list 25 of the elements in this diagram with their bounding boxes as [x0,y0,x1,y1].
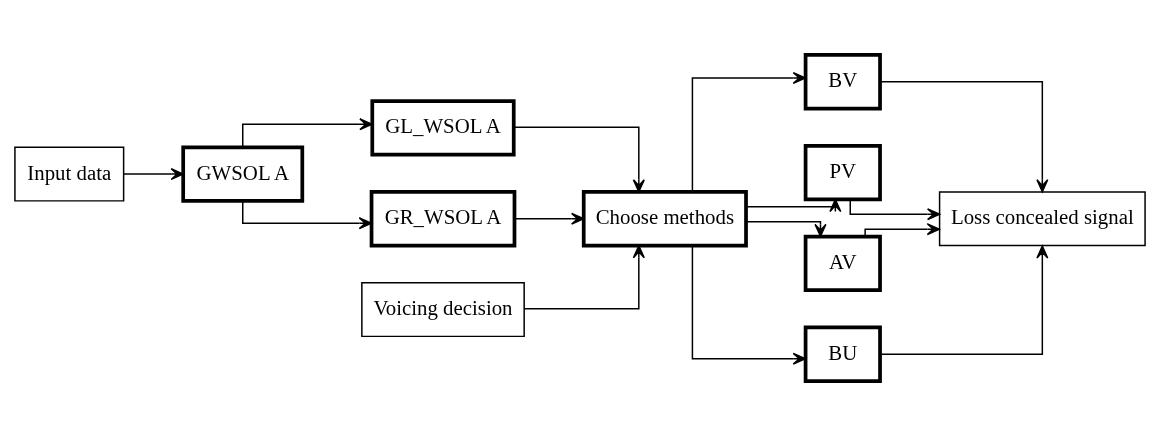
node-box: BV [803,52,882,110]
node-box: Input data [14,146,125,202]
arrow [523,244,645,310]
arrow [122,167,184,180]
arrow [513,125,645,192]
arrow [745,220,827,237]
arrow [242,117,373,148]
node-box: GR_WSOL A [369,189,517,247]
arrow [745,198,842,212]
node-box: BU [803,325,882,383]
arrow [691,244,806,365]
node-box: GL_WSOL A [370,98,516,157]
arrow [879,80,1049,192]
arrow [879,244,1049,355]
node-box: Loss concealed signal [938,190,1146,246]
node-box: AV [803,234,882,292]
node-box: Choose methods [581,189,748,247]
arrow [864,222,940,237]
arrow [242,199,372,229]
node-box: PV [803,143,882,201]
node-box: Voicing decision [361,281,525,337]
arrow [514,212,585,225]
node-box: GWSOL A [181,144,305,203]
arrow [849,198,941,220]
arrow [691,71,806,192]
